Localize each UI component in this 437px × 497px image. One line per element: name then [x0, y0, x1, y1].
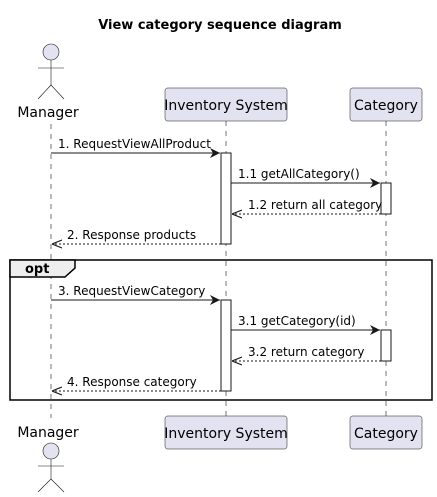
actor-manager-label-bottom: Manager: [17, 425, 79, 441]
actor-head-icon: [42, 43, 60, 61]
message-label-1-2: 1.2 return all category: [248, 198, 382, 212]
fragment-frame: [9, 259, 433, 401]
fragment-operator-label: opt: [25, 262, 49, 277]
message-label-1: 1. RequestViewAllProduct: [58, 137, 211, 151]
participant-inventory-system-label-bottom: Inventory System: [164, 426, 288, 442]
participant-inventory-system-top: Inventory System: [164, 87, 288, 122]
message-label-2: 2. Response products: [67, 228, 196, 242]
message-label-3-2: 3.2 return category: [248, 345, 364, 359]
actor-manager-bottom: Manager: [17, 425, 79, 493]
activation-inventory-2: [220, 299, 232, 392]
message-label-1-1: 1.1 getAllCategory(): [238, 167, 360, 181]
participant-category-bottom: Category: [349, 415, 423, 450]
participant-inventory-system-label-top: Inventory System: [164, 98, 288, 114]
activation-category-2: [380, 329, 392, 362]
participant-inventory-system-bottom: Inventory System: [164, 415, 288, 450]
fragment-tab: [9, 259, 76, 278]
actor-manager-label-top: Manager: [17, 105, 79, 121]
message-label-4: 4. Response category: [67, 375, 197, 389]
message-label-3: 3. RequestViewCategory: [58, 284, 205, 298]
activation-inventory-1: [220, 152, 232, 245]
actor-head-icon: [42, 442, 60, 460]
participant-category-label-top: Category: [354, 98, 418, 114]
activation-category-1: [380, 182, 392, 215]
actor-manager-top: Manager: [17, 43, 79, 121]
diagram-title: View category sequence diagram: [98, 18, 342, 33]
participant-category-top: Category: [349, 87, 423, 122]
message-label-3-1: 3.1 getCategory(id): [238, 314, 356, 328]
participant-category-label-bottom: Category: [354, 426, 418, 442]
fragment-opt: opt: [9, 259, 433, 401]
